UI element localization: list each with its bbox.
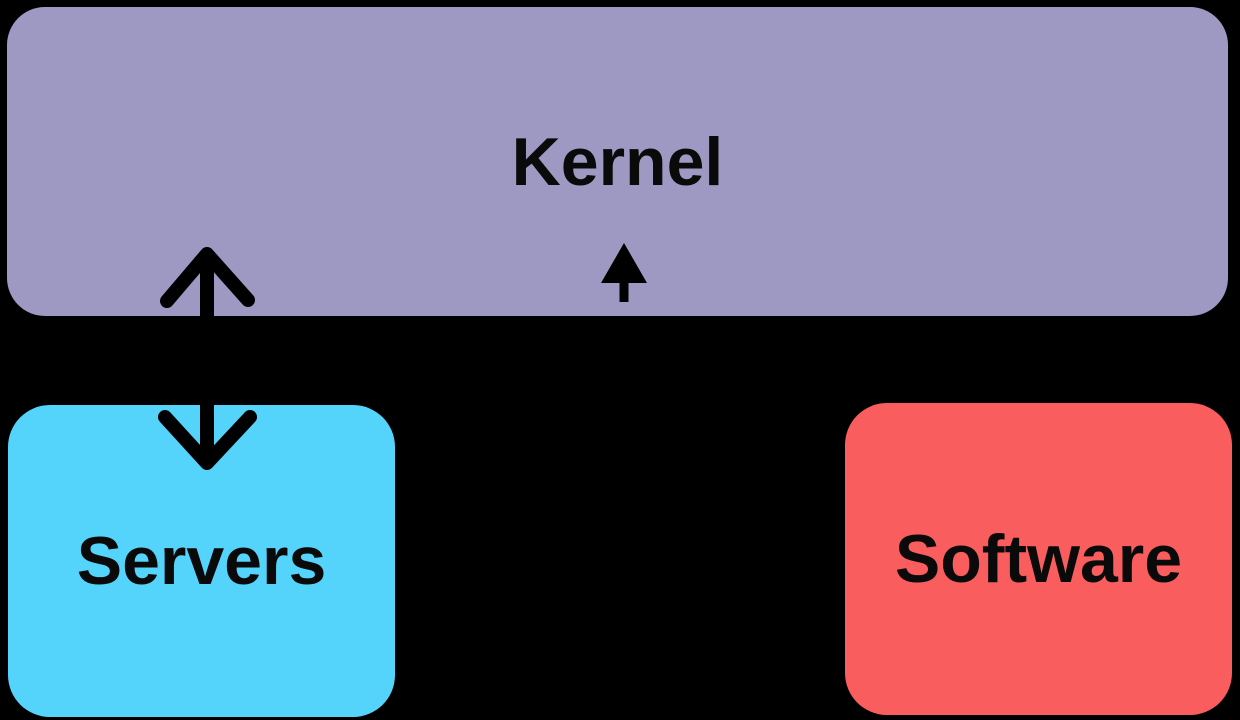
node-kernel-label: Kernel (511, 123, 724, 200)
node-servers-label: Servers (76, 523, 327, 599)
node-servers: Servers (8, 405, 395, 717)
node-software-label: Software (894, 521, 1183, 597)
node-software: Software (845, 403, 1232, 715)
node-kernel: Kernel (7, 7, 1228, 316)
